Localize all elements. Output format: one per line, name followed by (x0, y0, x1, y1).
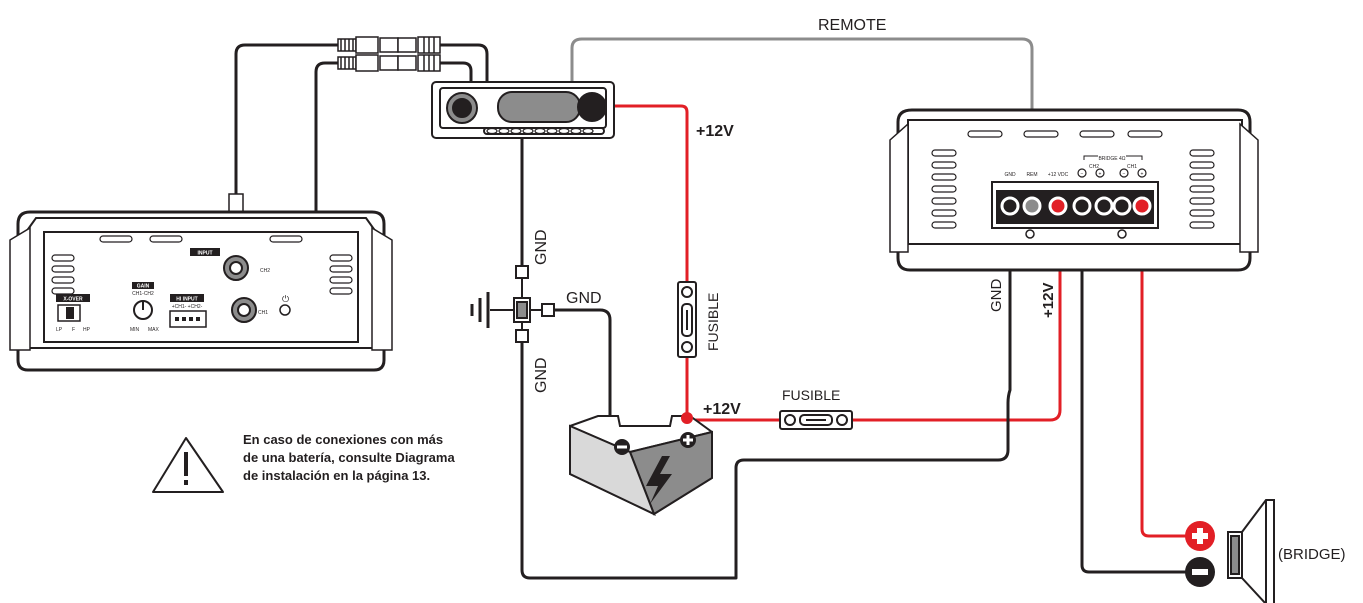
svg-text:+CH1- +CH2-: +CH1- +CH2- (172, 304, 203, 310)
plus12-label-amp: +12V (1040, 283, 1057, 318)
gnd-label-vertical-top: GND (533, 229, 550, 265)
warning-line-2: de una batería, consulte Diagrama (243, 450, 455, 465)
fuse-horizontal (779, 410, 853, 430)
ground-bottom-wire (520, 205, 1012, 580)
power-icon: ⏻ (282, 294, 289, 304)
xover-label: X-OVER (63, 297, 83, 303)
ch1-label: CH1 (258, 310, 268, 316)
rca-cable-1 (234, 43, 347, 197)
rca-to-radio-2 (438, 61, 473, 84)
minus-icon: − (1123, 172, 1126, 178)
minus-icon: − (1081, 172, 1084, 178)
ch2-label: CH2 (260, 268, 270, 274)
input-label: INPUT (198, 251, 213, 257)
wires (234, 37, 1187, 580)
battery (569, 415, 713, 516)
warning-line-1: En caso de conexiones con más (243, 432, 444, 447)
car-radio (431, 81, 615, 139)
svg-text:GND: GND (1004, 172, 1016, 178)
plus-icon: + (1099, 172, 1102, 178)
radio-power-wire (610, 104, 689, 284)
amplifier-right: GND REM +12 VDC BRIDGE 4Ω CH2 CH1 − + − … (889, 108, 1259, 272)
svg-text:REM: REM (1026, 172, 1037, 178)
ground-connector (490, 265, 555, 343)
svg-text:F: F (72, 327, 75, 333)
speaker (1227, 499, 1275, 603)
hi-input-connector (169, 310, 207, 328)
svg-text:LP: LP (56, 327, 63, 333)
gnd-label-vertical-bottom: GND (533, 357, 550, 393)
speaker-negative-wire (1080, 205, 1187, 574)
warning-line-3: de instalación en la página 13. (243, 468, 431, 483)
warning-icon (152, 437, 224, 493)
svg-text:CH1-CH2: CH1-CH2 (132, 291, 154, 297)
fuse-vertical (677, 281, 697, 358)
svg-text:CH1: CH1 (1127, 164, 1137, 170)
gnd-label-amp: GND (988, 279, 1005, 313)
hi-input-label: HI INPUT (176, 297, 197, 303)
svg-text:MAX: MAX (148, 327, 160, 333)
battery-positive-terminal (681, 412, 693, 424)
gnd-label-horizontal: GND (566, 290, 602, 307)
plus-icon: + (1141, 172, 1144, 178)
bridge-speaker-label: (BRIDGE) (1278, 546, 1346, 563)
svg-text:CH2: CH2 (1089, 164, 1099, 170)
plus12-label-battery: +12V (703, 401, 741, 418)
gain-label: GAIN (137, 284, 150, 290)
plus12-label-top: +12V (696, 123, 734, 140)
battery-ground-wire (550, 308, 612, 432)
bridge-label: BRIDGE 4Ω (1098, 156, 1125, 162)
amplifier-left: INPUT CH2 CH1 ⏻ X-OVER LP F HP GAIN CH1-… (9, 210, 393, 372)
svg-text:MIN: MIN (130, 327, 140, 333)
svg-text:HP: HP (83, 327, 91, 333)
amp-power-wire (685, 205, 1062, 422)
lightning-icon (646, 456, 672, 504)
remote-wire (570, 37, 1034, 207)
fusible-label-vertical: FUSIBLE (705, 293, 721, 351)
remote-label: REMOTE (818, 17, 886, 34)
ground-symbol (470, 292, 490, 328)
warning-text: En caso de conexiones con más de una bat… (243, 431, 523, 485)
speaker-positive-wire (1140, 205, 1187, 538)
rca-to-radio-1 (438, 43, 489, 84)
fusible-label-horizontal: FUSIBLE (782, 387, 840, 403)
svg-text:+12 VDC: +12 VDC (1048, 172, 1069, 178)
